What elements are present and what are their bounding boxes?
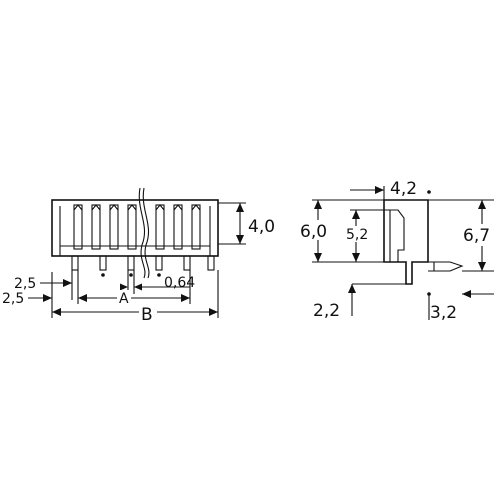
- dim-side-pin-offset: 2,2: [313, 283, 412, 321]
- dim-pin-width-label: 0,64: [164, 275, 195, 291]
- front-view: 4,0 2,5 2,5 0,64: [2, 187, 275, 325]
- dim-side-body-height-label: 5,2: [346, 227, 368, 243]
- dim-side-top-width-label: 4,2: [390, 179, 417, 199]
- front-body-outline: [51, 199, 219, 257]
- dim-pitch-label-2: 2,5: [2, 291, 24, 307]
- dim-span-b-label: B: [141, 305, 153, 325]
- dim-side-right-height: 6,7: [428, 199, 496, 272]
- dim-side-top-width: 4,2: [350, 179, 417, 200]
- dim-pitch: 2,5 2,5: [2, 270, 73, 318]
- dim-side-pin-length-label: 3,2: [430, 303, 457, 323]
- dim-span-a: A: [77, 270, 191, 307]
- dim-side-total-height-label: 6,0: [300, 222, 327, 242]
- dim-pin-width: 0,64: [120, 270, 195, 294]
- dim-front-height-label: 4,0: [248, 217, 275, 237]
- side-pin: [428, 261, 464, 272]
- dim-front-height: 4,0: [218, 202, 275, 245]
- front-pins: [71, 255, 215, 277]
- front-contact-slots: [73, 204, 201, 250]
- dim-side-pin-offset-label: 2,2: [313, 301, 340, 321]
- dim-side-right-height-label: 6,7: [463, 226, 490, 246]
- dim-span-b: B: [52, 270, 219, 325]
- dim-side-total-height: 6,0: [300, 199, 384, 263]
- dim-pitch-label-1: 2,5: [14, 276, 36, 292]
- side-view: 4,2 6,0 5,2 6,7: [300, 179, 496, 323]
- dim-side-pin-length: 3,2: [428, 290, 494, 323]
- dim-span-a-label: A: [119, 291, 129, 307]
- break-line: [138, 187, 146, 279]
- side-body-outline: [383, 199, 429, 285]
- dim-side-body-height: 5,2: [344, 209, 384, 262]
